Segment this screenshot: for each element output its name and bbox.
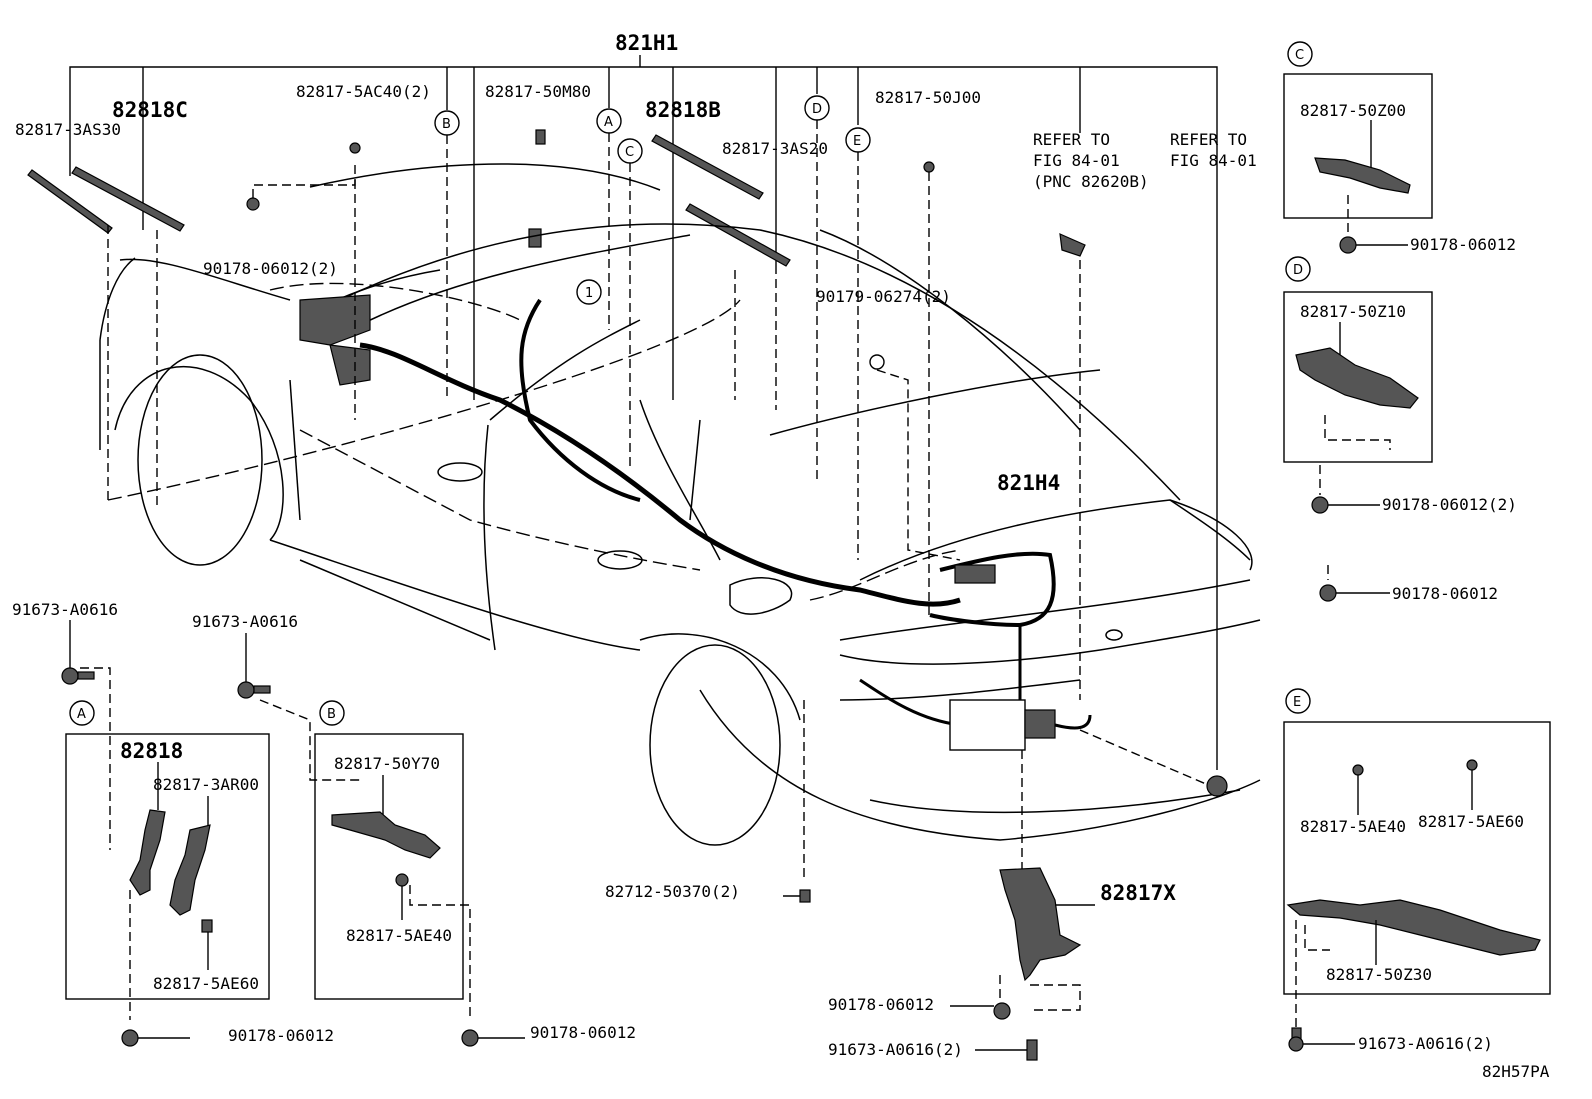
svg-text:E: E	[1293, 695, 1301, 710]
label-90178-06012-2-top: 90178-06012(2)	[203, 259, 338, 278]
refer-2-line-b: FIG 84-01	[1170, 151, 1257, 170]
label-91673-bottom: 91673-A0616(2)	[828, 1040, 963, 1059]
circle-marker-1: 1	[576, 279, 602, 305]
circle-marker-A: A	[596, 108, 622, 134]
inset-A-part-1: 82817-3AR00	[153, 775, 259, 794]
label-82817-5AC40: 82817-5AC40(2)	[296, 82, 431, 101]
svg-text:D: D	[812, 102, 822, 117]
refer-1-line-b: FIG 84-01	[1033, 151, 1120, 170]
inset-B-part-2: 82817-5AE40	[346, 926, 452, 945]
svg-text:B: B	[327, 707, 336, 722]
refer-1-line-a: REFER TO	[1033, 130, 1110, 149]
inset-B-part-1: 82817-50Y70	[334, 754, 440, 773]
circle-marker-D: D	[804, 95, 830, 121]
inset-E-part-2: 82817-5AE60	[1418, 812, 1524, 831]
inset-C: C 82817-50Z00 90178-06012	[1283, 41, 1516, 254]
label-821H4: 821H4	[997, 471, 1060, 495]
label-90178-A: 90178-06012	[228, 1026, 334, 1045]
label-82817-50J00: 82817-50J00	[875, 88, 981, 107]
bottom-fasteners	[783, 584, 1390, 1061]
label-82817-3AS30: 82817-3AS30	[15, 120, 121, 139]
label-821H1: 821H1	[615, 31, 678, 55]
svg-text:A: A	[77, 707, 86, 722]
wiper-strip-parts	[27, 134, 1086, 267]
rear-harness-821H4	[859, 551, 1092, 751]
main-harness-bracket	[69, 55, 1218, 770]
label-90178-bottom: 90178-06012	[828, 995, 934, 1014]
inset-C-part-1: 82817-50Z00	[1300, 101, 1406, 120]
svg-text:C: C	[1295, 48, 1304, 63]
svg-text:E: E	[853, 134, 861, 149]
label-90178-B: 90178-06012	[530, 1023, 636, 1042]
inset-C-clip: 90178-06012	[1410, 235, 1516, 254]
top-clips	[246, 129, 935, 370]
svg-text:D: D	[1293, 263, 1303, 278]
inset-D: D 82817-50Z10 90178-06012(2)	[1283, 256, 1517, 514]
label-90178-right: 90178-06012	[1392, 584, 1498, 603]
diagram-id: 82H57PA	[1482, 1062, 1550, 1081]
left-bolts	[61, 620, 271, 699]
label-82817X: 82817X	[1100, 881, 1176, 905]
label-82712-50370: 82712-50370(2)	[605, 882, 740, 901]
circle-marker-B: B	[434, 110, 460, 136]
inset-A: A 82818 82817-3AR00 82817-5AE60	[65, 700, 270, 1047]
inset-E-bolt: 91673-A0616(2)	[1358, 1034, 1493, 1053]
part-82817X	[999, 867, 1095, 982]
refer-2-line-a: REFER TO	[1170, 130, 1247, 149]
label-91673-mid: 91673-A0616	[192, 612, 298, 631]
inset-B: B 82817-50Y70 82817-5AE40	[314, 700, 525, 1047]
inset-D-clip: 90178-06012(2)	[1382, 495, 1517, 514]
inset-E: E 82817-5AE40 82817-5AE60 82817-50Z30 91…	[1283, 688, 1551, 1053]
circle-marker-E: E	[845, 127, 871, 153]
inset-A-part-2: 82817-5AE60	[153, 974, 259, 993]
label-91673-left: 91673-A0616	[12, 600, 118, 619]
svg-text:B: B	[442, 117, 451, 132]
svg-text:A: A	[604, 115, 613, 130]
inset-D-part-1: 82817-50Z10	[1300, 302, 1406, 321]
label-82817-3AS20: 82817-3AS20	[722, 139, 828, 158]
inset-E-part-3: 82817-50Z30	[1326, 965, 1432, 984]
inset-A-title: 82818	[120, 739, 183, 763]
svg-text:1: 1	[585, 286, 593, 301]
circle-marker-C: C	[617, 138, 643, 164]
inset-E-part-1: 82817-5AE40	[1300, 817, 1406, 836]
label-82818C: 82818C	[112, 98, 188, 122]
main-harness-cable	[299, 294, 961, 607]
svg-text:C: C	[625, 145, 634, 160]
label-82818B: 82818B	[645, 98, 721, 122]
refer-1-line-c: (PNC 82620B)	[1033, 172, 1149, 191]
leader-lines	[80, 120, 1329, 1011]
label-82817-50M80: 82817-50M80	[485, 82, 591, 101]
label-90179-06274: 90179-06274(2)	[816, 287, 951, 306]
